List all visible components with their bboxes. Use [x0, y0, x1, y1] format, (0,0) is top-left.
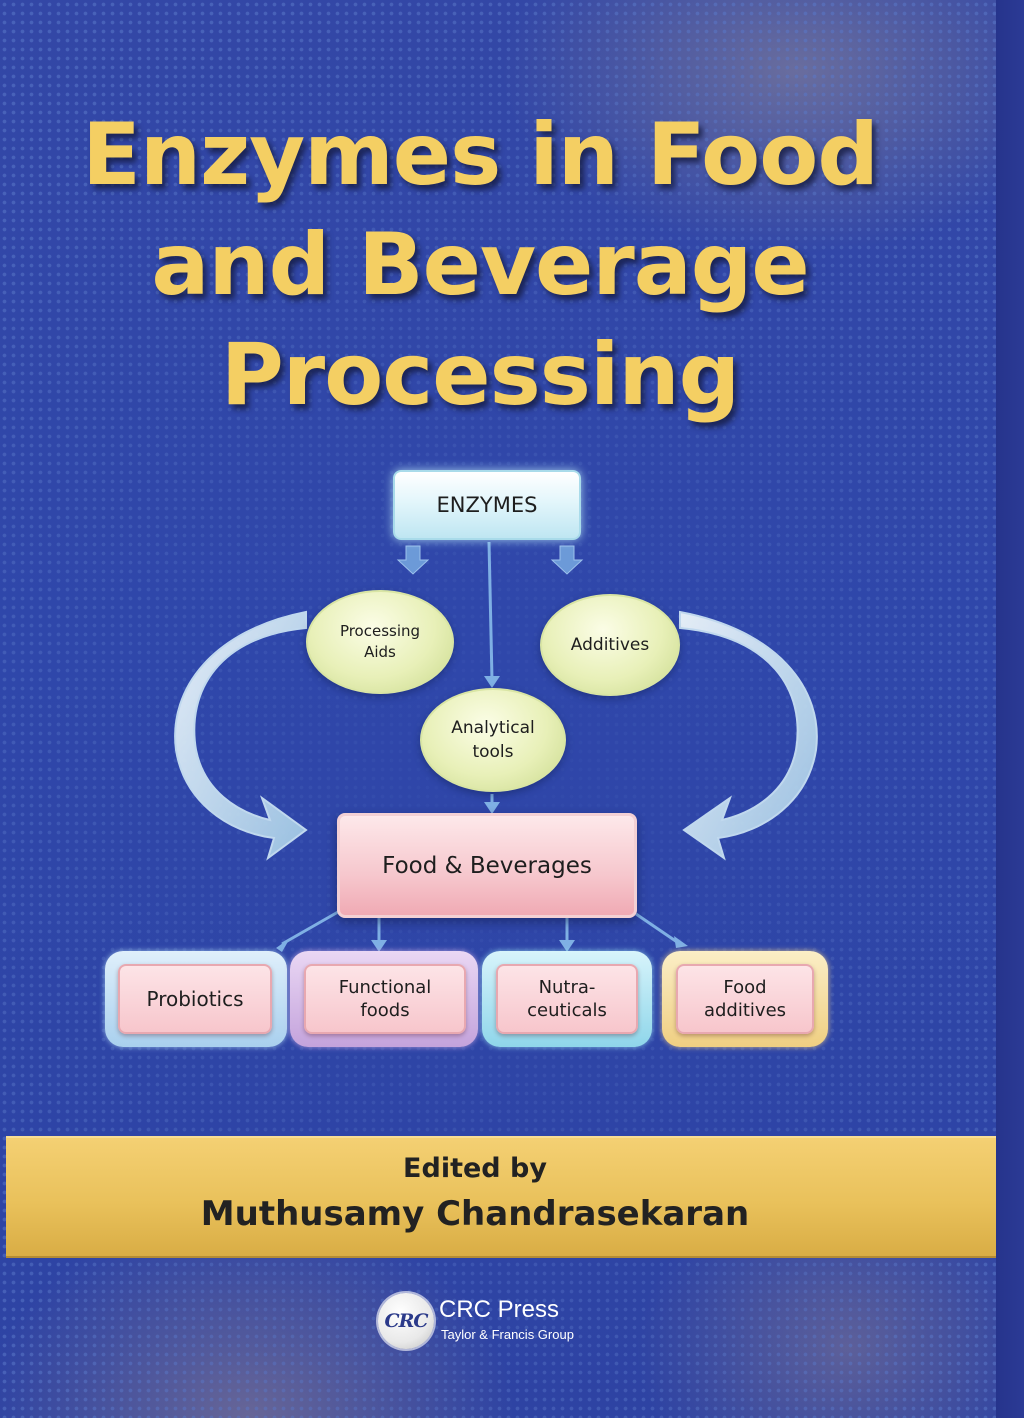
- additives-label: Additives: [570, 634, 650, 655]
- food-beverages-box: Food & Beverages: [337, 813, 637, 918]
- title-line-1: Enzymes in Food: [82, 105, 879, 205]
- editor-name: Muthusamy Chandrasekaran: [200, 1194, 750, 1234]
- arrowhead-food: [484, 802, 500, 814]
- down-block-arrow-right: [550, 545, 584, 575]
- book-title: Enzymes in Food and Beverage Processing: [0, 100, 960, 430]
- enzymes-box: ENZYMES: [393, 470, 581, 540]
- editor-band: [6, 1136, 996, 1258]
- crc-logo-icon: CRC: [378, 1293, 434, 1349]
- analytical-tools-oval: Analytical tools: [420, 688, 566, 792]
- title-line-3: Processing: [220, 325, 740, 425]
- functional-foods-label: Functional foods: [338, 977, 432, 1021]
- publisher-block: CRC CRC Press Taylor & Francis Group: [378, 1292, 598, 1352]
- right-curved-arrow: [679, 610, 818, 861]
- cover-edge-strip: [996, 0, 1024, 1418]
- processing-aids-oval: Processing Aids: [306, 590, 454, 694]
- processing-aids-label: Processing Aids: [339, 622, 421, 661]
- arrowhead-analytical: [484, 676, 500, 688]
- functional-foods-box: Functional foods: [304, 964, 466, 1034]
- down-block-arrow-left: [396, 545, 430, 575]
- food-additives-label: Food additives: [703, 977, 787, 1021]
- connector-enzymes-to-analytical: [487, 541, 494, 681]
- arrowhead-additives: [674, 936, 688, 948]
- connector-food-to-additives: [635, 912, 681, 946]
- publisher-subtitle: Taylor & Francis Group: [441, 1327, 574, 1342]
- nutraceuticals-box: Nutra- ceuticals: [496, 964, 638, 1034]
- probiotics-label: Probiotics: [146, 986, 244, 1011]
- arrowhead-functional: [371, 940, 387, 952]
- food-additives-box: Food additives: [676, 964, 814, 1034]
- crc-logo-text: CRC: [384, 1310, 428, 1332]
- title-line-2: and Beverage: [151, 215, 809, 315]
- analytical-tools-label: Analytical tools: [451, 718, 535, 762]
- publisher-name: CRC Press: [439, 1296, 560, 1323]
- left-curved-arrow: [174, 610, 308, 861]
- additives-oval: Additives: [540, 594, 680, 696]
- arrowhead-nutra: [559, 940, 575, 952]
- diagram-connectors: [174, 541, 818, 952]
- arrowhead-probiotics: [276, 938, 290, 952]
- book-cover: Enzymes in Food and Beverage Processing: [0, 0, 996, 1418]
- nutraceuticals-label: Nutra- ceuticals: [527, 977, 607, 1021]
- probiotics-box: Probiotics: [118, 964, 272, 1034]
- connector-food-to-probiotics: [281, 910, 339, 946]
- enzyme-diagram: ENZYMES Processing Aids Additives Analyt…: [105, 470, 828, 1047]
- edited-by-label: Edited by: [403, 1153, 547, 1184]
